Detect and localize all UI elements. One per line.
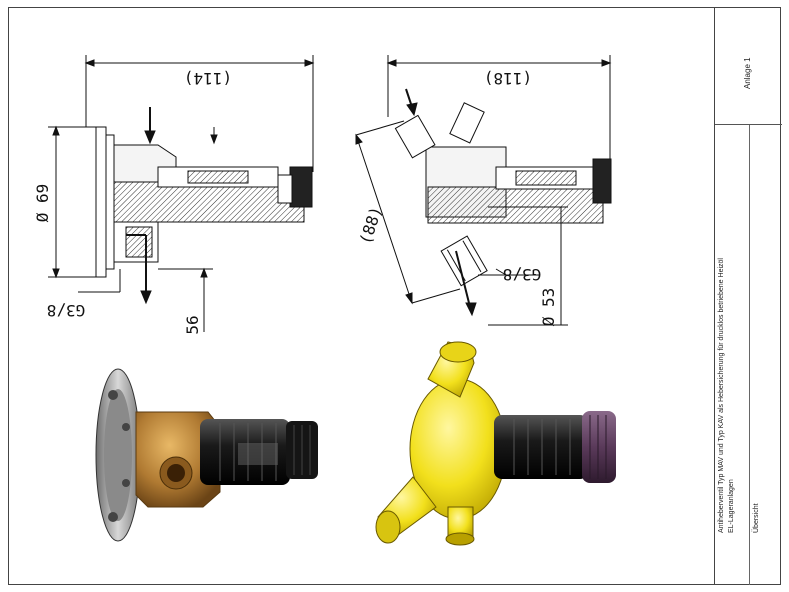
title-cell: Antiheberventil Typ MAV und Typ KAV als … <box>715 125 782 537</box>
dim-dia69-label: Ø 69 <box>33 184 52 223</box>
technical-drawing: (114) Ø 69 G3/8 56 (118) (88) G3/8 Ø 53 <box>33 55 616 546</box>
title-line-1: Antiheberventil Typ MAV und Typ KAV als … <box>718 258 725 533</box>
title-divider <box>749 125 750 537</box>
mav-product-render <box>95 368 318 542</box>
dim-118-label: (118) <box>484 69 532 88</box>
drawing-area: (114) Ø 69 G3/8 56 (118) (88) G3/8 Ø 53 <box>8 7 714 585</box>
dim-114-label: (114) <box>184 69 232 88</box>
kav-product-render <box>375 341 616 546</box>
subtitle: Übersicht <box>753 503 760 533</box>
dim-dia53-label: Ø 53 <box>539 288 558 327</box>
title-block-footer <box>715 537 782 585</box>
dim-g38-right-label: G3/8 <box>503 265 542 284</box>
dim-56-label: 56 <box>183 315 202 334</box>
sheet-label-cell: Anlage 1 <box>715 7 782 125</box>
title-block: Anlage 1 Antiheberventil Typ MAV und Typ… <box>714 7 782 585</box>
dim-88-label: (88) <box>356 204 386 247</box>
sheet-border <box>8 7 781 585</box>
mav-section-view <box>48 55 315 332</box>
footer-divider <box>749 537 750 585</box>
sheet-label: Anlage 1 <box>743 57 752 89</box>
title-line-2: EL-Lageranlagen <box>728 479 735 533</box>
kav-section-view <box>355 55 612 326</box>
dim-g38-left-label: G3/8 <box>47 301 86 320</box>
